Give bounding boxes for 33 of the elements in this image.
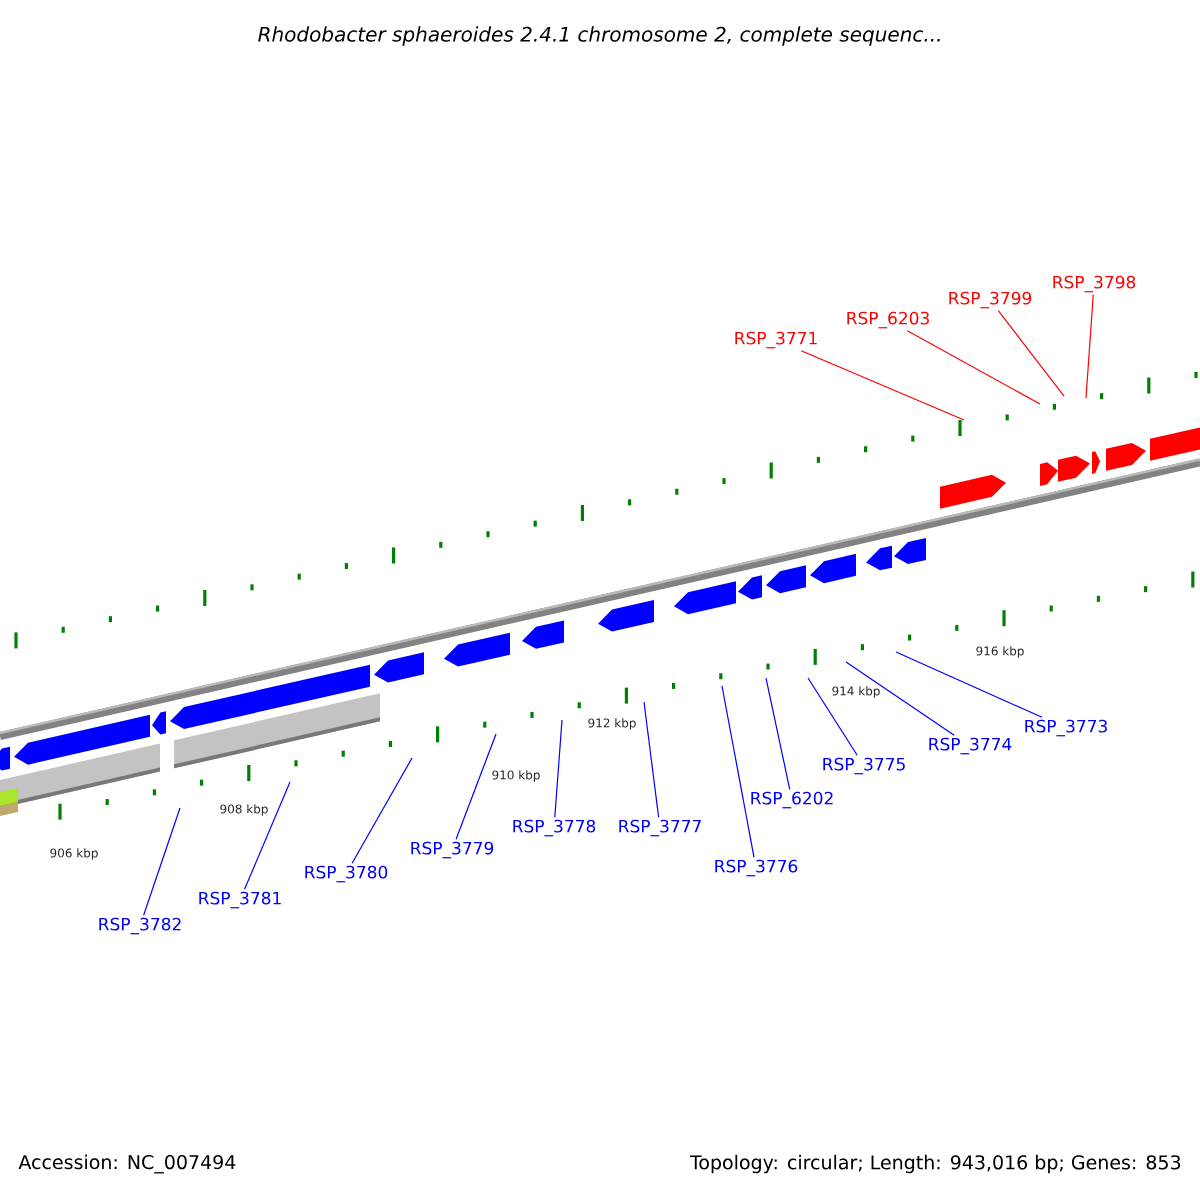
leader-line xyxy=(800,350,965,421)
gene-label: RSP_3782 xyxy=(99,917,181,935)
gene-label: RSP_3799 xyxy=(949,291,1032,309)
footer-text: Topology: circular; Length: 943,016 bp; Genes: 853 xyxy=(689,1154,1181,1174)
gene-label: RSP_3778 xyxy=(513,819,596,837)
leader-line xyxy=(643,701,660,818)
gene-label: RSP_3780 xyxy=(305,865,388,883)
leader-line xyxy=(351,757,413,864)
gene-label: RSP_3798 xyxy=(1053,275,1136,293)
title: Rhodobacter sphaeroides 2.4.1 chromosome 2, complete sequenc... xyxy=(258,26,940,46)
leader-line xyxy=(906,330,1041,405)
leader-line xyxy=(997,310,1065,397)
gene-label: RSP_3771 xyxy=(735,331,817,349)
gene-label: RSP_3776 xyxy=(715,859,798,877)
leader-line xyxy=(895,651,1043,718)
gene-label: RSP_3779 xyxy=(411,841,494,859)
leader-line xyxy=(243,781,291,890)
gene-label: RSP_3773 xyxy=(1025,719,1107,737)
gene-label: RSP_3777 xyxy=(619,819,701,837)
gene-label: RSP_3775 xyxy=(823,757,905,775)
gene-label: RSP_3781 xyxy=(199,891,281,909)
gene-label: RSP_6203 xyxy=(847,311,929,329)
leader-line xyxy=(554,719,563,818)
gene-label: RSP_3774 xyxy=(929,737,1012,755)
leader-line xyxy=(143,807,181,916)
leader-line xyxy=(765,677,791,790)
leader-line xyxy=(455,733,497,840)
gene-label: RSP_6202 xyxy=(751,791,833,809)
leader-line xyxy=(721,685,755,858)
leader-line xyxy=(807,677,858,756)
footer-text: Accession: NC_007494 xyxy=(18,1154,236,1174)
leader-line xyxy=(1085,294,1094,399)
leader-line xyxy=(845,661,955,736)
